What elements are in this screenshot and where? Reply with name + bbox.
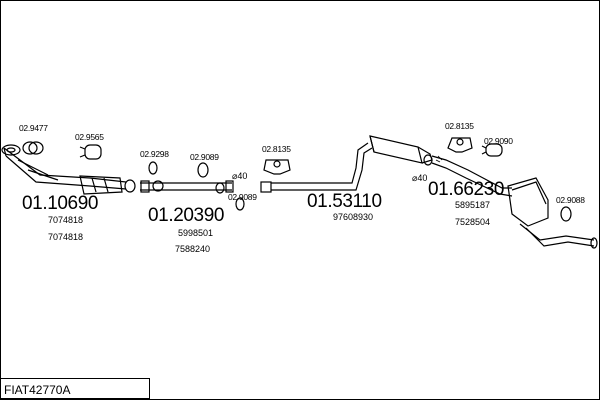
article-number: 01.66230 — [428, 179, 505, 200]
part-number-label: 02.9565 — [75, 132, 104, 142]
middle-silencer-drawing — [369, 135, 433, 166]
part-number-label: 02.9088 — [556, 195, 585, 205]
clamp-drawing — [79, 144, 102, 160]
intermediate-pipe-drawing — [271, 142, 373, 191]
diagram-code-box: FIAT42770A — [0, 378, 150, 399]
part-number-label: 02.9090 — [484, 136, 513, 146]
part-number-label: 02.9089 — [228, 192, 257, 202]
oe-reference: 7074818 — [48, 232, 84, 242]
oe-reference: 7074818 — [48, 215, 84, 225]
oe-reference: 7588240 — [175, 244, 211, 254]
rear-silencer-drawing — [507, 177, 598, 249]
part-number-label: 02.9089 — [190, 152, 219, 162]
part-number-label: 02.9298 — [140, 149, 169, 159]
middle-pipe-drawing — [140, 180, 234, 193]
oe-reference: 5998501 — [178, 228, 214, 238]
gasket-drawing — [1, 144, 21, 156]
clamp-right-drawing — [481, 143, 503, 157]
diagram-code: FIAT42770A — [4, 383, 71, 397]
front-pipe-drawing — [3, 147, 136, 195]
rubber-mount-right-drawing — [447, 137, 473, 153]
oe-reference: 97608930 — [333, 212, 374, 222]
part-number-label: 02.8135 — [262, 144, 291, 154]
diameter-label: ⌀40 — [412, 173, 428, 183]
oe-reference: 5895187 — [455, 200, 491, 210]
rubber-mount-drawing — [263, 159, 291, 175]
rear-pipe-drawing — [431, 155, 513, 197]
ring-pair-drawing — [22, 141, 44, 155]
part-number-label: 02.9477 — [19, 123, 48, 133]
article-number: 01.53110 — [307, 191, 382, 212]
article-number: 01.10690 — [22, 193, 99, 214]
diameter-label: ⌀40 — [232, 171, 248, 181]
oe-reference: 7528504 — [455, 217, 491, 227]
ring-right-drawing — [560, 206, 572, 222]
part-number-label: 02.8135 — [445, 121, 474, 131]
article-number: 01.20390 — [148, 205, 225, 226]
